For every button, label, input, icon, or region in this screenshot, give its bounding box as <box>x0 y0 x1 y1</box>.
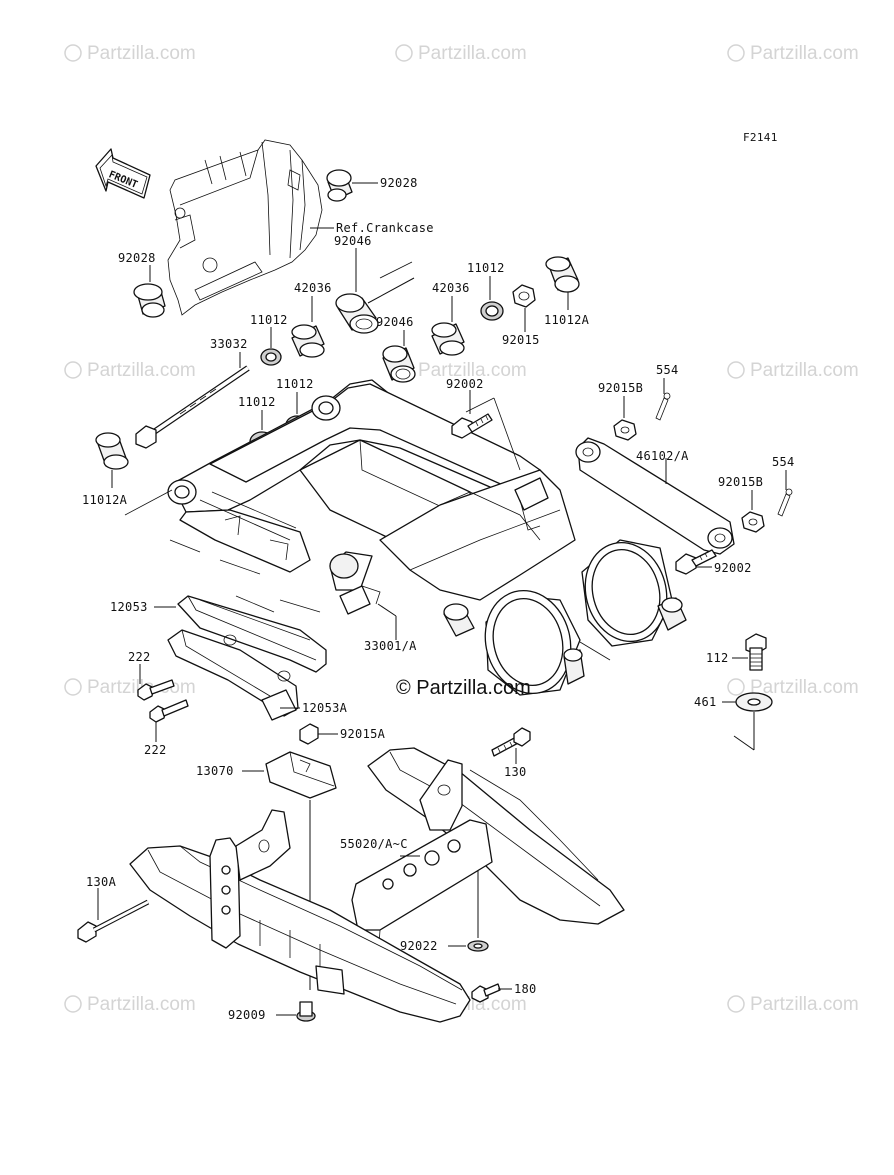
bushing-92028-lower <box>133 283 166 318</box>
part-label: 554 <box>656 363 679 377</box>
watermark: Partzilla.com <box>727 43 859 64</box>
part-label: 12053 <box>110 600 148 614</box>
chain-slider-12053 <box>177 595 327 673</box>
seal-11012-a <box>260 348 282 366</box>
bolt-92002-upper <box>451 413 493 439</box>
cotter-pin-554-upper <box>655 392 671 421</box>
screw-180 <box>471 983 501 1003</box>
watermark: Partzilla.com <box>727 677 859 698</box>
watermark: Partzilla.com <box>64 43 196 64</box>
leader-line <box>367 277 415 304</box>
pivot-bolt-33032 <box>135 365 250 449</box>
part-label: 55020/A~C <box>340 837 408 851</box>
torque-link-46102 <box>575 437 735 555</box>
part-label: 11012 <box>467 261 505 275</box>
part-label: 92015 <box>502 333 540 347</box>
cotter-pin-554-lower <box>777 488 793 517</box>
part-label: 33032 <box>210 337 248 351</box>
part-label: 42036 <box>432 281 470 295</box>
part-label: 42036 <box>294 281 332 295</box>
part-label: 461 <box>694 695 717 709</box>
watermark-text: Partzilla.com <box>750 677 859 698</box>
cap-11012A-upper <box>545 256 580 293</box>
chain-slider-12053A <box>167 629 299 721</box>
part-label: 11012 <box>276 377 314 391</box>
nut-92015B-lower <box>741 511 765 533</box>
ref-crankcase-label: Ref.Crankcase <box>336 221 434 235</box>
watermark: Partzilla.com <box>395 43 527 64</box>
part-labels: 92028 92028 92046 11012 42036 42036 1101… <box>82 176 795 1022</box>
bolt-92002-lower <box>675 549 717 575</box>
bolt-112 <box>745 633 767 671</box>
part-label: 11012A <box>82 493 128 507</box>
watermark: Partzilla.com <box>727 994 859 1015</box>
leader-line <box>377 603 397 617</box>
fastener-92009 <box>296 1001 316 1022</box>
part-label: 12053A <box>302 701 348 715</box>
bushing-92028-upper <box>326 169 353 202</box>
bushing-92046-upper <box>335 293 379 334</box>
part-label: 130 <box>504 765 527 779</box>
watermark-text: Partzilla.com <box>750 360 859 381</box>
part-label: 554 <box>772 455 795 469</box>
guide-13070 <box>265 751 337 799</box>
bushing-92046-lower <box>382 345 416 383</box>
seal-11012-b <box>480 301 504 321</box>
part-label: 13070 <box>196 764 234 778</box>
nut-92015B-upper <box>613 419 637 441</box>
diagram-code: F2141 <box>743 131 778 144</box>
watermark-text: Partzilla.com <box>750 994 859 1015</box>
swingarm-33001 <box>167 379 687 696</box>
washer-461 <box>735 692 773 712</box>
part-label: 92009 <box>228 1008 266 1022</box>
part-label: 46102/A <box>636 449 689 463</box>
part-label: 92015A <box>340 727 386 741</box>
bolt-130A <box>77 899 150 943</box>
part-label: 11012A <box>544 313 590 327</box>
screw-222-lower <box>149 699 189 723</box>
part-label: 92028 <box>118 251 156 265</box>
part-label: 222 <box>144 743 167 757</box>
part-label: 92028 <box>380 176 418 190</box>
watermark-text: Partzilla.com <box>87 43 196 64</box>
part-label: 92022 <box>400 939 438 953</box>
part-label: 33001/A <box>364 639 417 653</box>
watermark-text: Partzilla.com <box>418 43 527 64</box>
part-label: 180 <box>514 982 537 996</box>
part-label: 130A <box>86 875 117 889</box>
part-label: 92046 <box>376 315 414 329</box>
watermark: Partzilla.com <box>64 994 196 1015</box>
front-arrow-icon: FRONT <box>95 148 151 199</box>
bolt-130 <box>491 727 531 757</box>
watermark: Partzilla.com <box>64 677 196 698</box>
part-label: 11012 <box>238 395 276 409</box>
nut-92015 <box>512 284 536 308</box>
sleeve-42036-left <box>291 324 325 358</box>
sleeve-42036-right <box>431 322 465 356</box>
chain-guard-55020 <box>129 747 625 1023</box>
watermark-text: Partzilla.com <box>750 43 859 64</box>
part-label: 92002 <box>714 561 752 575</box>
watermark: Partzilla.com <box>64 360 196 381</box>
center-watermark: © Partzilla.com <box>396 677 531 699</box>
screw-222-upper <box>137 679 175 701</box>
watermark-text: Partzilla.com <box>418 360 527 381</box>
part-label: 92002 <box>446 377 484 391</box>
cap-11012A-lower <box>95 432 129 470</box>
crankcase-outline <box>167 139 323 316</box>
part-label: 112 <box>706 651 729 665</box>
part-label: 11012 <box>250 313 288 327</box>
leader-line <box>733 735 755 751</box>
watermark-text: Partzilla.com <box>87 360 196 381</box>
part-label: 92015B <box>718 475 763 489</box>
watermark: Partzilla.com <box>727 360 859 381</box>
part-label: 92046 <box>334 234 372 248</box>
watermark-text: Partzilla.com <box>87 994 196 1015</box>
washer-92022 <box>467 940 489 952</box>
part-label: 92015B <box>598 381 643 395</box>
nut-92015A <box>299 723 319 745</box>
part-label: 222 <box>128 650 151 664</box>
